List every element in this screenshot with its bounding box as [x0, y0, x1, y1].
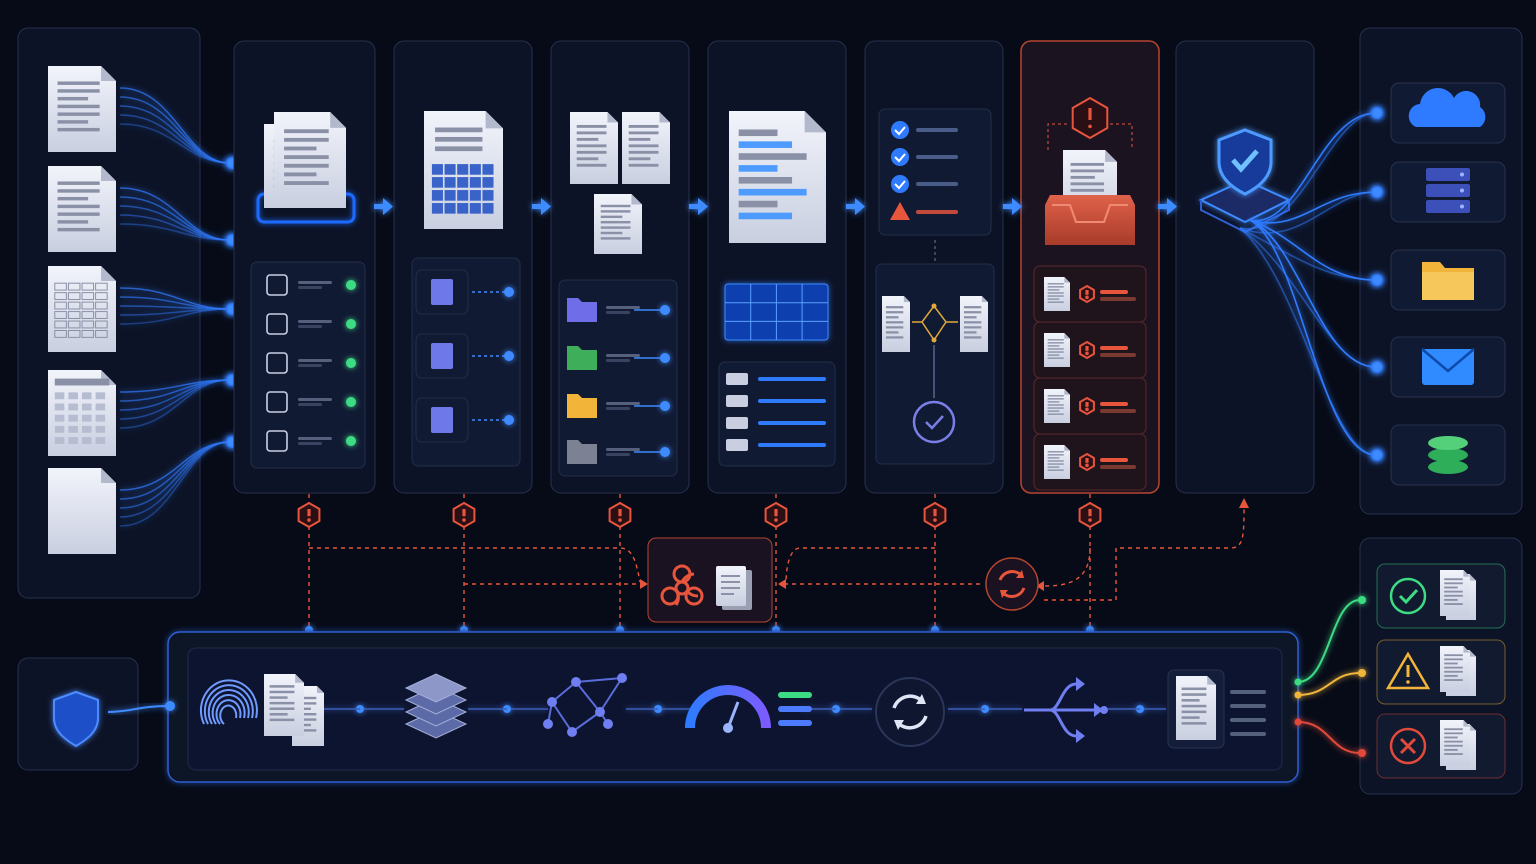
folder-icon[interactable]	[1390, 249, 1506, 311]
compare-documents-icon[interactable]	[882, 296, 988, 352]
blank-document-icon[interactable]	[48, 468, 116, 554]
outcome-success[interactable]	[1376, 563, 1506, 629]
gauge-icon[interactable]	[685, 685, 812, 733]
text-file-icon[interactable]	[415, 269, 469, 315]
document-sheet[interactable]	[1044, 333, 1070, 367]
branch-icon[interactable]	[1024, 677, 1108, 743]
cloud-icon[interactable]	[1390, 82, 1506, 144]
text-document-icon[interactable]	[48, 166, 116, 252]
outcomes-panel	[1294, 537, 1523, 795]
document-sheet[interactable]	[1044, 277, 1070, 311]
grid-icon[interactable]	[415, 397, 469, 443]
services-bar	[167, 631, 1299, 783]
warning-triangle-icon	[1385, 651, 1431, 690]
checklist-icon[interactable]	[878, 108, 992, 236]
retry-icon[interactable]	[985, 557, 1039, 611]
document-sheet[interactable]	[1440, 570, 1470, 616]
check-circle-icon	[266, 430, 288, 452]
inbox-tray-icon[interactable]	[1045, 150, 1135, 245]
stage-panel-parse[interactable]	[393, 40, 533, 494]
document-sheet[interactable]	[1044, 389, 1070, 423]
text-document-icon[interactable]	[48, 66, 116, 152]
grid-icon	[266, 391, 288, 413]
alert-marker-classify[interactable]	[608, 501, 632, 529]
check-circle-icon	[1389, 577, 1427, 615]
text-file-icon	[266, 352, 288, 374]
biohazard-icon	[660, 564, 704, 606]
network-graph-icon[interactable]	[543, 673, 627, 737]
stage-panel-extract[interactable]	[707, 40, 847, 494]
document-stack-icon	[716, 566, 752, 610]
document-sheet[interactable]	[1044, 445, 1070, 479]
document-sheet[interactable]	[264, 674, 304, 736]
alert-octagon-icon[interactable]	[1079, 284, 1095, 304]
check-circle-icon[interactable]	[912, 400, 956, 444]
flagged-document-icon[interactable]	[1033, 377, 1147, 435]
shield-entry-panel	[17, 657, 175, 771]
document-sheet[interactable]	[960, 296, 988, 352]
alert-marker-intake[interactable]	[297, 501, 321, 529]
document-sheet[interactable]	[1440, 720, 1470, 766]
document-sheet[interactable]	[882, 296, 910, 352]
folder-purple-icon[interactable]	[567, 298, 597, 322]
table-document-icon[interactable]	[424, 111, 503, 229]
field-list-icon[interactable]	[718, 361, 836, 467]
alert-octagon-icon[interactable]	[1079, 452, 1095, 472]
alert-marker-exceptions[interactable]	[1078, 501, 1102, 529]
destinations-panel	[1239, 27, 1523, 515]
quarantine-box[interactable]	[647, 537, 773, 623]
alert-octagon-icon[interactable]	[1079, 396, 1095, 416]
alert-marker-validate[interactable]	[923, 501, 947, 529]
stage-panel-classify[interactable]	[550, 40, 690, 494]
alert-octagon-icon[interactable]	[1071, 96, 1109, 140]
document-sheet[interactable]	[622, 112, 670, 184]
alert-octagon-icon[interactable]	[1079, 340, 1095, 360]
document-sheet[interactable]	[1176, 676, 1216, 740]
folder-green-icon[interactable]	[567, 346, 597, 370]
flagged-document-icon[interactable]	[1033, 265, 1147, 323]
stage-panel-secure[interactable]	[1175, 40, 1315, 494]
stage-panel-validate[interactable]	[864, 40, 1004, 494]
layers-icon[interactable]	[404, 673, 468, 739]
spreadsheet-document-icon[interactable]	[48, 266, 116, 352]
document-sheet[interactable]	[274, 112, 346, 208]
shield-icon[interactable]	[53, 690, 99, 748]
folder-gray-icon[interactable]	[567, 440, 597, 464]
data-table-icon[interactable]	[724, 283, 829, 341]
document-sheet[interactable]	[1440, 646, 1470, 692]
mail-icon[interactable]	[1390, 336, 1506, 398]
stage-panel-intake[interactable]	[233, 40, 376, 494]
form-document-icon[interactable]	[48, 370, 116, 456]
outcome-error[interactable]	[1376, 713, 1506, 779]
image-icon	[266, 313, 288, 335]
alert-marker-parse[interactable]	[452, 501, 476, 529]
document-sheet[interactable]	[570, 112, 618, 184]
fingerprint-icon[interactable]	[199, 679, 258, 725]
shield-check-icon	[266, 274, 288, 296]
server-icon[interactable]	[1390, 161, 1506, 223]
audit-log-icon[interactable]	[1167, 669, 1266, 749]
flagged-document-icon[interactable]	[1033, 321, 1147, 379]
document-stack-icon[interactable]	[256, 112, 356, 224]
error-circle-icon	[1389, 727, 1427, 765]
database-icon[interactable]	[1390, 424, 1506, 486]
stage-panel-exceptions[interactable]	[1020, 40, 1160, 494]
flagged-document-icon[interactable]	[1033, 433, 1147, 491]
folder-yellow-icon[interactable]	[567, 394, 597, 418]
document-pair-icon[interactable]	[570, 112, 670, 254]
sync-icon[interactable]	[875, 677, 945, 747]
alert-marker-extract[interactable]	[764, 501, 788, 529]
bookmark-icon[interactable]	[415, 333, 469, 379]
document-sheet[interactable]	[594, 194, 642, 254]
outcome-warning[interactable]	[1376, 639, 1506, 705]
warning-icon	[890, 202, 910, 220]
highlighted-document-icon[interactable]	[729, 111, 826, 243]
input-panel	[17, 27, 238, 599]
